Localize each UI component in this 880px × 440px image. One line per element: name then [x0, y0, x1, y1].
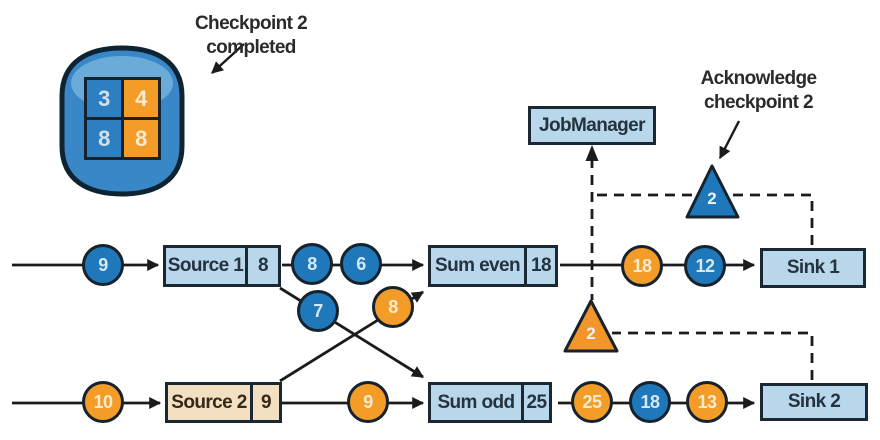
record-token: 6 [340, 243, 382, 285]
sum-odd-state: 25 [521, 382, 552, 423]
ack-dashed-paths [590, 158, 814, 380]
record-token: 8 [372, 286, 414, 328]
checkpoint-completed-note: Checkpoint 2 completed [194, 13, 308, 58]
sink1-box: Sink 1 [760, 248, 866, 288]
record-token: 13 [686, 381, 728, 423]
record-token: 9 [82, 244, 124, 286]
annotation-arrows [211, 43, 741, 160]
node-sum-odd: Sum odd 25 [428, 382, 552, 423]
sum-even-label: Sum even [428, 245, 527, 287]
store-cell: 4 [124, 80, 158, 117]
barrier-blue-label: 2 [707, 189, 717, 208]
sum-odd-label: Sum odd [428, 382, 524, 423]
node-sum-even: Sum even 18 [428, 245, 558, 287]
barrier-triangle-orange [563, 299, 619, 353]
barrier-orange-label: 2 [586, 324, 596, 343]
node-sink2: Sink 2 [760, 383, 868, 421]
barrier-triangle-blue [685, 164, 740, 219]
node-sink1: Sink 1 [760, 248, 866, 288]
node-source2: Source 2 9 [165, 382, 282, 423]
ack-note-line1: Acknowledge [700, 68, 817, 89]
store-cell: 8 [87, 120, 121, 157]
jobmanager-box: JobManager [528, 106, 656, 145]
ack-note-line2: checkpoint 2 [704, 91, 814, 113]
record-token: 18 [621, 245, 663, 287]
acknowledge-checkpoint-note: Acknowledge checkpoint 2 [686, 67, 831, 115]
record-token: 10 [82, 381, 124, 423]
sink2-box: Sink 2 [760, 383, 868, 421]
source1-state: 8 [245, 245, 281, 287]
store-cell: 8 [124, 120, 158, 157]
node-source1: Source 1 8 [163, 245, 281, 287]
record-token: 7 [297, 290, 339, 332]
record-token: 12 [684, 245, 726, 287]
record-token: 25 [571, 381, 613, 423]
record-token: 8 [291, 243, 333, 285]
source2-label: Source 2 [165, 382, 253, 423]
record-token: 9 [347, 381, 389, 423]
checkpoint-store-state-grid: 3 4 8 8 [84, 77, 161, 160]
record-token: 18 [629, 381, 671, 423]
store-cell: 3 [87, 80, 121, 117]
sum-even-state: 18 [524, 245, 558, 287]
source2-state: 9 [250, 382, 282, 423]
ack-arrowhead-jobmanager [585, 145, 599, 161]
source1-label: Source 1 [163, 245, 248, 287]
node-jobmanager: JobManager [528, 106, 656, 145]
